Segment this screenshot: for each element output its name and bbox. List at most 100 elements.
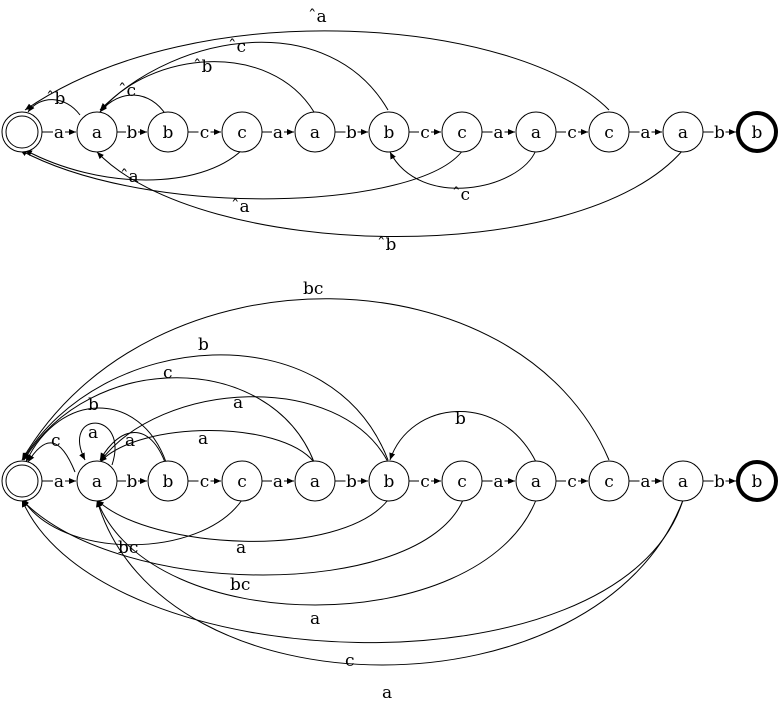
back-edge-label: ˆb — [193, 57, 213, 77]
back-edge — [99, 430, 315, 463]
back-edge-label: b — [455, 409, 466, 429]
back-edge — [25, 407, 167, 463]
chain-edge-label-bg — [566, 122, 578, 140]
back-edge-label: a — [382, 683, 392, 703]
chain-edge-label: c — [420, 472, 430, 492]
back-edge — [96, 499, 389, 542]
chain-edge-label-bg — [198, 122, 211, 140]
chain-edge-label-bg — [198, 471, 211, 489]
back-edge — [24, 149, 243, 181]
state-label: b — [752, 472, 763, 492]
state-label: a — [531, 123, 541, 143]
final-state — [736, 111, 778, 153]
state — [588, 111, 630, 153]
back-edge-label: c — [51, 431, 61, 451]
state — [441, 460, 483, 502]
state-label: a — [92, 472, 102, 492]
chain-edge-label: c — [567, 123, 577, 143]
back-edge-label: a — [236, 538, 246, 558]
chain-edge-label: a — [640, 472, 650, 492]
chain-edge-label: b — [714, 472, 725, 492]
back-edge — [389, 149, 537, 189]
back-edge — [27, 442, 76, 473]
state-label: c — [457, 123, 467, 143]
chain-edge-label: b — [346, 123, 357, 143]
chain-edge-label-bg — [345, 471, 358, 489]
back-edge — [19, 149, 464, 200]
back-edge-label: ˆc — [228, 37, 246, 57]
start-state-inner-ring — [5, 115, 39, 149]
state — [221, 460, 263, 502]
state-label: b — [752, 123, 763, 143]
chain-edge-label-bg — [419, 471, 431, 489]
back-edge — [21, 499, 684, 644]
state — [368, 460, 410, 502]
chain-edge-label: b — [127, 472, 138, 492]
state-label: b — [163, 123, 174, 143]
back-edge-label: a — [125, 431, 135, 451]
chain-edge-label-bg — [566, 471, 578, 489]
chain-edge-label: a — [54, 123, 64, 143]
back-edge-label: a — [198, 429, 208, 449]
back-edge-label: ˆa — [231, 197, 250, 217]
chain-edge-label-bg — [272, 122, 284, 140]
chain-edge-label: a — [54, 472, 64, 492]
back-edge — [99, 432, 167, 466]
back-edge — [27, 99, 81, 116]
back-edge-label: c — [345, 651, 355, 671]
chain-edge-label: c — [200, 123, 210, 143]
state — [662, 460, 704, 502]
chain-edge-label: a — [273, 123, 283, 143]
state — [294, 460, 336, 502]
back-edge-label: bc — [230, 575, 250, 595]
back-edge-label: c — [163, 363, 173, 383]
chain-edge-label: c — [200, 472, 210, 492]
chain-edge-label-bg — [419, 122, 431, 140]
state-label: b — [384, 472, 395, 492]
state — [221, 111, 263, 153]
back-edge — [24, 30, 610, 111]
state-label: c — [457, 472, 467, 492]
back-edge — [99, 396, 389, 463]
back-edge — [99, 61, 315, 113]
chain-edge-label-bg — [492, 471, 505, 489]
back-edge — [22, 354, 389, 461]
final-state — [736, 460, 778, 502]
chain-edge-label-bg — [639, 471, 652, 489]
back-edge-label: ˆb — [377, 235, 397, 255]
back-edge-label: ˆc — [452, 185, 470, 205]
state — [515, 111, 557, 153]
back-edge — [79, 422, 116, 466]
chain-edge-label-bg — [126, 122, 138, 140]
state — [76, 111, 118, 153]
back-edge — [99, 94, 167, 116]
state-label: a — [678, 472, 688, 492]
back-edge — [389, 411, 537, 463]
chain-edge-label: a — [493, 123, 503, 143]
chain-edge-label-bg — [53, 122, 65, 140]
state — [76, 460, 118, 502]
start-state-inner-ring — [5, 464, 39, 498]
back-edge — [23, 377, 315, 463]
state — [441, 111, 483, 153]
back-edge — [21, 499, 464, 576]
chain-edge-label-bg — [272, 471, 284, 489]
state-label: a — [92, 123, 102, 143]
state-label: a — [310, 472, 320, 492]
state-label: c — [237, 472, 247, 492]
chain-edge-label: b — [714, 123, 725, 143]
state — [515, 460, 557, 502]
back-edge — [99, 41, 389, 111]
back-edge-label: bc — [118, 538, 138, 558]
chain-edge-label-bg — [126, 471, 138, 489]
chain-edge-label: a — [640, 123, 650, 143]
state-label: c — [604, 472, 614, 492]
back-edge-label: ˆa — [308, 7, 327, 27]
back-edge-label: ˆc — [118, 81, 136, 101]
state-label: b — [384, 123, 395, 143]
